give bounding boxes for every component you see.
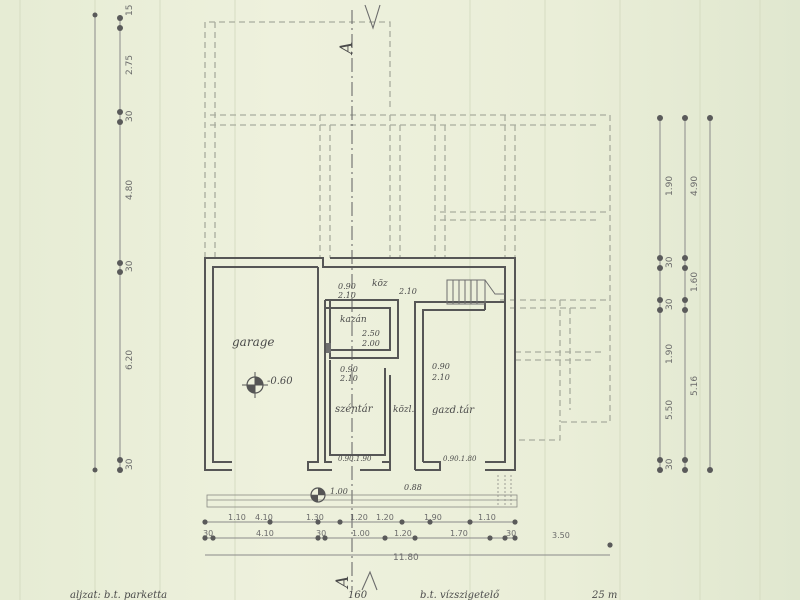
section-line [351, 4, 381, 591]
note-3: b.t. vízszigetelő [420, 590, 500, 600]
room-label-kazan: kazán [340, 314, 367, 325]
left-dim-1: 2.75 [125, 55, 135, 75]
left-dimension-line [92, 12, 123, 473]
gazd-dim-1: 0.90 [432, 362, 450, 371]
level-marker-entry [310, 487, 326, 503]
terrace-strip [206, 475, 518, 508]
note-4: 25 m [591, 590, 617, 600]
right-dimension-line [657, 115, 713, 473]
door-dim-a: 1.00 [330, 487, 348, 496]
bottom-dimension-lines [202, 519, 613, 556]
gazd-dim-2: 2.10 [431, 373, 450, 382]
bottom-dim-r2-6: 30 [506, 529, 516, 538]
left-dim-0: 15 [125, 5, 135, 16]
bottom-dim-r2-1: 4.10 [256, 529, 274, 538]
staircase [446, 279, 505, 305]
right-dim-6: 5.16 [690, 376, 700, 396]
bottom-dim-r1-2: 1.30 [306, 513, 324, 522]
section-mark-bottom: A [333, 576, 353, 590]
bottom-dim-r2-5: 1.70 [450, 529, 468, 538]
szentar-dim-1: 0.90 [340, 365, 358, 374]
right-dim-8: 30 [665, 458, 675, 470]
garage-level: -0.60 [267, 376, 293, 387]
top-dim-1: 0.90 [338, 282, 356, 291]
bottom-dim-r1-1: 4.10 [255, 513, 273, 522]
left-dim-3: 4.80 [125, 180, 135, 200]
outer-walls [204, 257, 516, 471]
note-1: aljzat: b.t. parketta [70, 590, 167, 600]
bottom-dim-r1-4: 1.20 [376, 513, 394, 522]
room-label-kozl: közl. [393, 405, 414, 415]
level-marker-symbol [242, 372, 268, 398]
door-dim-b: 0.88 [404, 483, 422, 492]
bottom-dim-r2-4: 1.20 [394, 529, 412, 538]
bottom-dim-r2-2: 30 [316, 529, 326, 538]
bottom-dim-r2-3: 1.00 [352, 529, 370, 538]
right-dim-1: 4.90 [690, 176, 700, 196]
kazan-dim-1: 2.50 [361, 329, 380, 338]
room-label-garage: garage [232, 335, 275, 349]
upper-floor-outline [204, 21, 611, 441]
top-dim-3: 2.10 [398, 287, 417, 296]
left-dim-5: 6.20 [125, 350, 135, 370]
sill-right: 0.90.1.80 [443, 455, 477, 463]
bottom-dim-r2-0: 30 [203, 529, 213, 538]
right-dim-7: 5.50 [665, 400, 675, 420]
room-label-szentar: széntár [335, 404, 374, 415]
room-label-koz: köz [372, 279, 388, 289]
bottom-dim-r1-0: 1.10 [228, 513, 246, 522]
top-dim-2: 2.10 [337, 291, 356, 300]
left-dim-2: 30 [125, 110, 135, 122]
left-dim-6: 30 [125, 458, 135, 470]
left-dim-4: 30 [125, 260, 135, 272]
bottom-dim-r2-7: 3.50 [552, 531, 570, 540]
right-dim-4: 30 [665, 298, 675, 310]
bottom-dim-r1-5: 1.90 [424, 513, 442, 522]
right-dim-5: 1.90 [665, 344, 675, 364]
right-dim-2: 30 [665, 256, 675, 268]
bottom-dim-r1-6: 1.10 [478, 513, 496, 522]
bottom-dim-r1-3: 1.20 [350, 513, 368, 522]
right-dim-3: 1.60 [690, 272, 700, 292]
kazan-dim-2: 2.00 [361, 339, 380, 348]
sill-left: 0.90.1.90 [338, 455, 372, 463]
szentar-dim-2: 2.10 [339, 374, 358, 383]
bottom-total: 11.80 [393, 553, 419, 563]
section-mark-top: A [337, 42, 357, 56]
room-label-gazd-tar: gazd.tár [432, 405, 475, 416]
note-2: 160 [348, 590, 368, 600]
right-dim-0: 1.90 [665, 176, 675, 196]
